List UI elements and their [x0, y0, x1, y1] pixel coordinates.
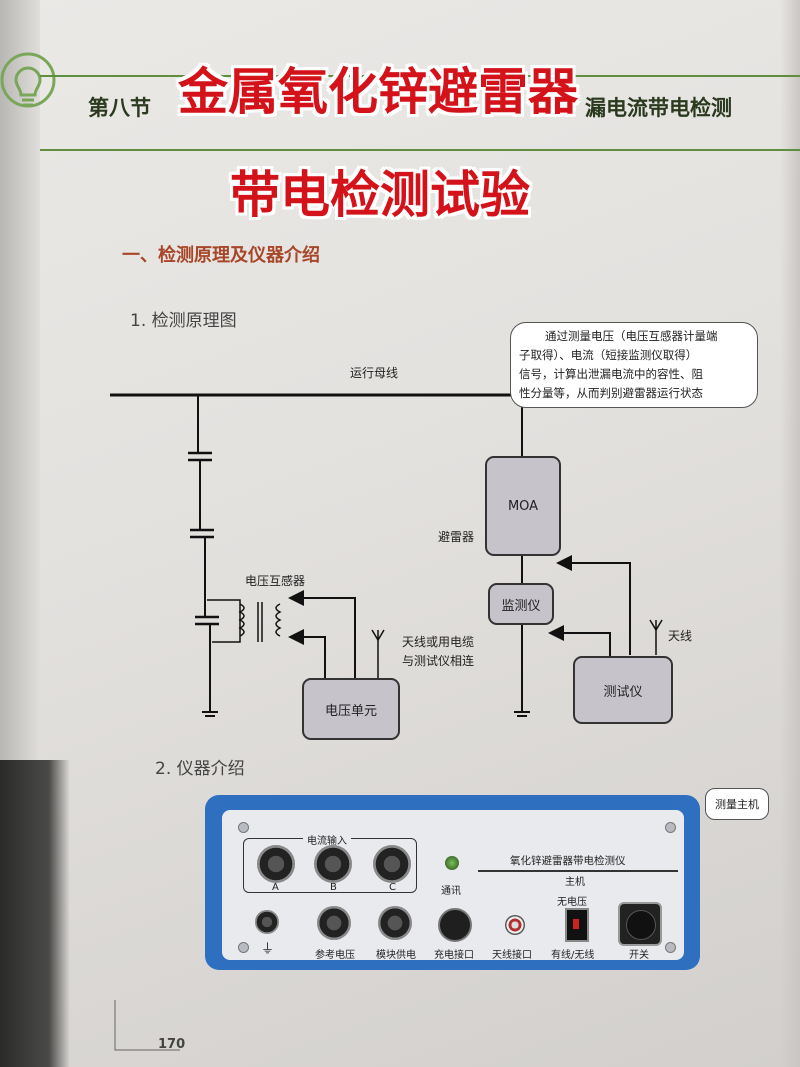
screw — [238, 822, 249, 833]
subsection-principle: 1. 检测原理图 — [130, 311, 237, 331]
chapter-header-band — [40, 75, 800, 151]
bubble-line: 性分量等，从而判别避雷器运行状态 — [519, 386, 703, 400]
tester-label: 测试仪 — [603, 684, 643, 700]
module-power-port[interactable] — [378, 906, 412, 940]
overlay-title-line1: 金属氧化锌避雷器 — [178, 62, 578, 121]
antenna-port[interactable] — [505, 915, 525, 935]
voltage-unit-label: 电压单元 — [324, 703, 377, 719]
screw — [238, 942, 249, 953]
monitor-box: 监测仪 — [488, 583, 554, 625]
device-title: 氧化锌避雷器带电检测仪 — [510, 855, 626, 867]
shadow-corner — [0, 760, 70, 1067]
charge-port-label: 充电接口 — [434, 950, 474, 961]
power-switch-label: 开关 — [629, 950, 649, 961]
principle-diagram — [110, 393, 663, 717]
host-callout: 测量主机 — [705, 788, 769, 820]
ref-voltage-port[interactable] — [317, 906, 351, 940]
tester-box: 测试仪 — [573, 656, 673, 724]
ground-icon: ⏚ — [261, 942, 275, 957]
current-port-c[interactable] — [373, 845, 411, 883]
port-a-label: A — [272, 882, 279, 893]
screw — [665, 942, 676, 953]
no-voltage-label: 无电压 — [557, 897, 587, 908]
bubble-line: 子取得）、电流（短接监测仪取得） — [519, 348, 698, 362]
subsection-instrument: 2. 仪器介绍 — [155, 759, 245, 779]
bubble-line: 信号，计算出泄漏电流中的容性、阻 — [519, 367, 703, 381]
bus-label: 运行母线 — [350, 366, 399, 380]
chapter-prefix: 第八节 — [88, 95, 151, 120]
bubble-line: 通过测量电压（电压互感器计量端 — [545, 329, 718, 343]
moa-label: MOA — [507, 498, 539, 514]
comm-led-icon — [445, 856, 459, 870]
screw — [665, 822, 676, 833]
power-button[interactable] — [618, 902, 662, 946]
section-title: 一、检测原理及仪器介绍 — [122, 245, 320, 266]
monitor-label: 监测仪 — [501, 598, 541, 614]
ground-terminal[interactable] — [255, 910, 279, 934]
cable-note-line1: 天线或用电缆 — [402, 635, 475, 649]
pt-label: 电压互感器 — [245, 574, 306, 588]
comm-label: 通讯 — [441, 886, 461, 897]
current-input-label: 电流输入 — [303, 832, 351, 847]
port-b-label: B — [330, 882, 337, 893]
module-power-label: 模块供电 — [376, 950, 416, 961]
ref-voltage-label: 参考电压 — [315, 950, 355, 961]
page-number: 170 — [158, 1037, 186, 1052]
wired-wireless-switch[interactable] — [565, 908, 589, 942]
antenna-label: 天线 — [668, 629, 693, 643]
antenna-port-label: 天线接口 — [492, 950, 532, 961]
voltage-unit-box: 电压单元 — [302, 678, 400, 740]
chapter-suffix: 漏电流带电检测 — [585, 95, 732, 120]
device-subtitle: 主机 — [565, 877, 585, 888]
page-corner-line — [114, 1000, 180, 1051]
moa-box: MOA — [485, 456, 561, 556]
device-title-divider — [478, 870, 678, 872]
port-c-label: C — [389, 882, 396, 893]
page-right-edge — [780, 0, 800, 1067]
cable-note-line2: 与测试仪相连 — [402, 654, 475, 668]
charge-port[interactable] — [438, 908, 472, 942]
current-port-a[interactable] — [257, 845, 295, 883]
explanation-bubble: 通过测量电压（电压互感器计量端 子取得）、电流（短接监测仪取得） 信号，计算出泄… — [510, 322, 758, 408]
overlay-title-line2: 带电检测试验 — [230, 165, 530, 224]
wired-wireless-label: 有线/无线 — [551, 950, 595, 961]
arrester-label: 避雷器 — [438, 530, 475, 544]
current-port-b[interactable] — [314, 845, 352, 883]
lightbulb-icon — [0, 52, 56, 108]
